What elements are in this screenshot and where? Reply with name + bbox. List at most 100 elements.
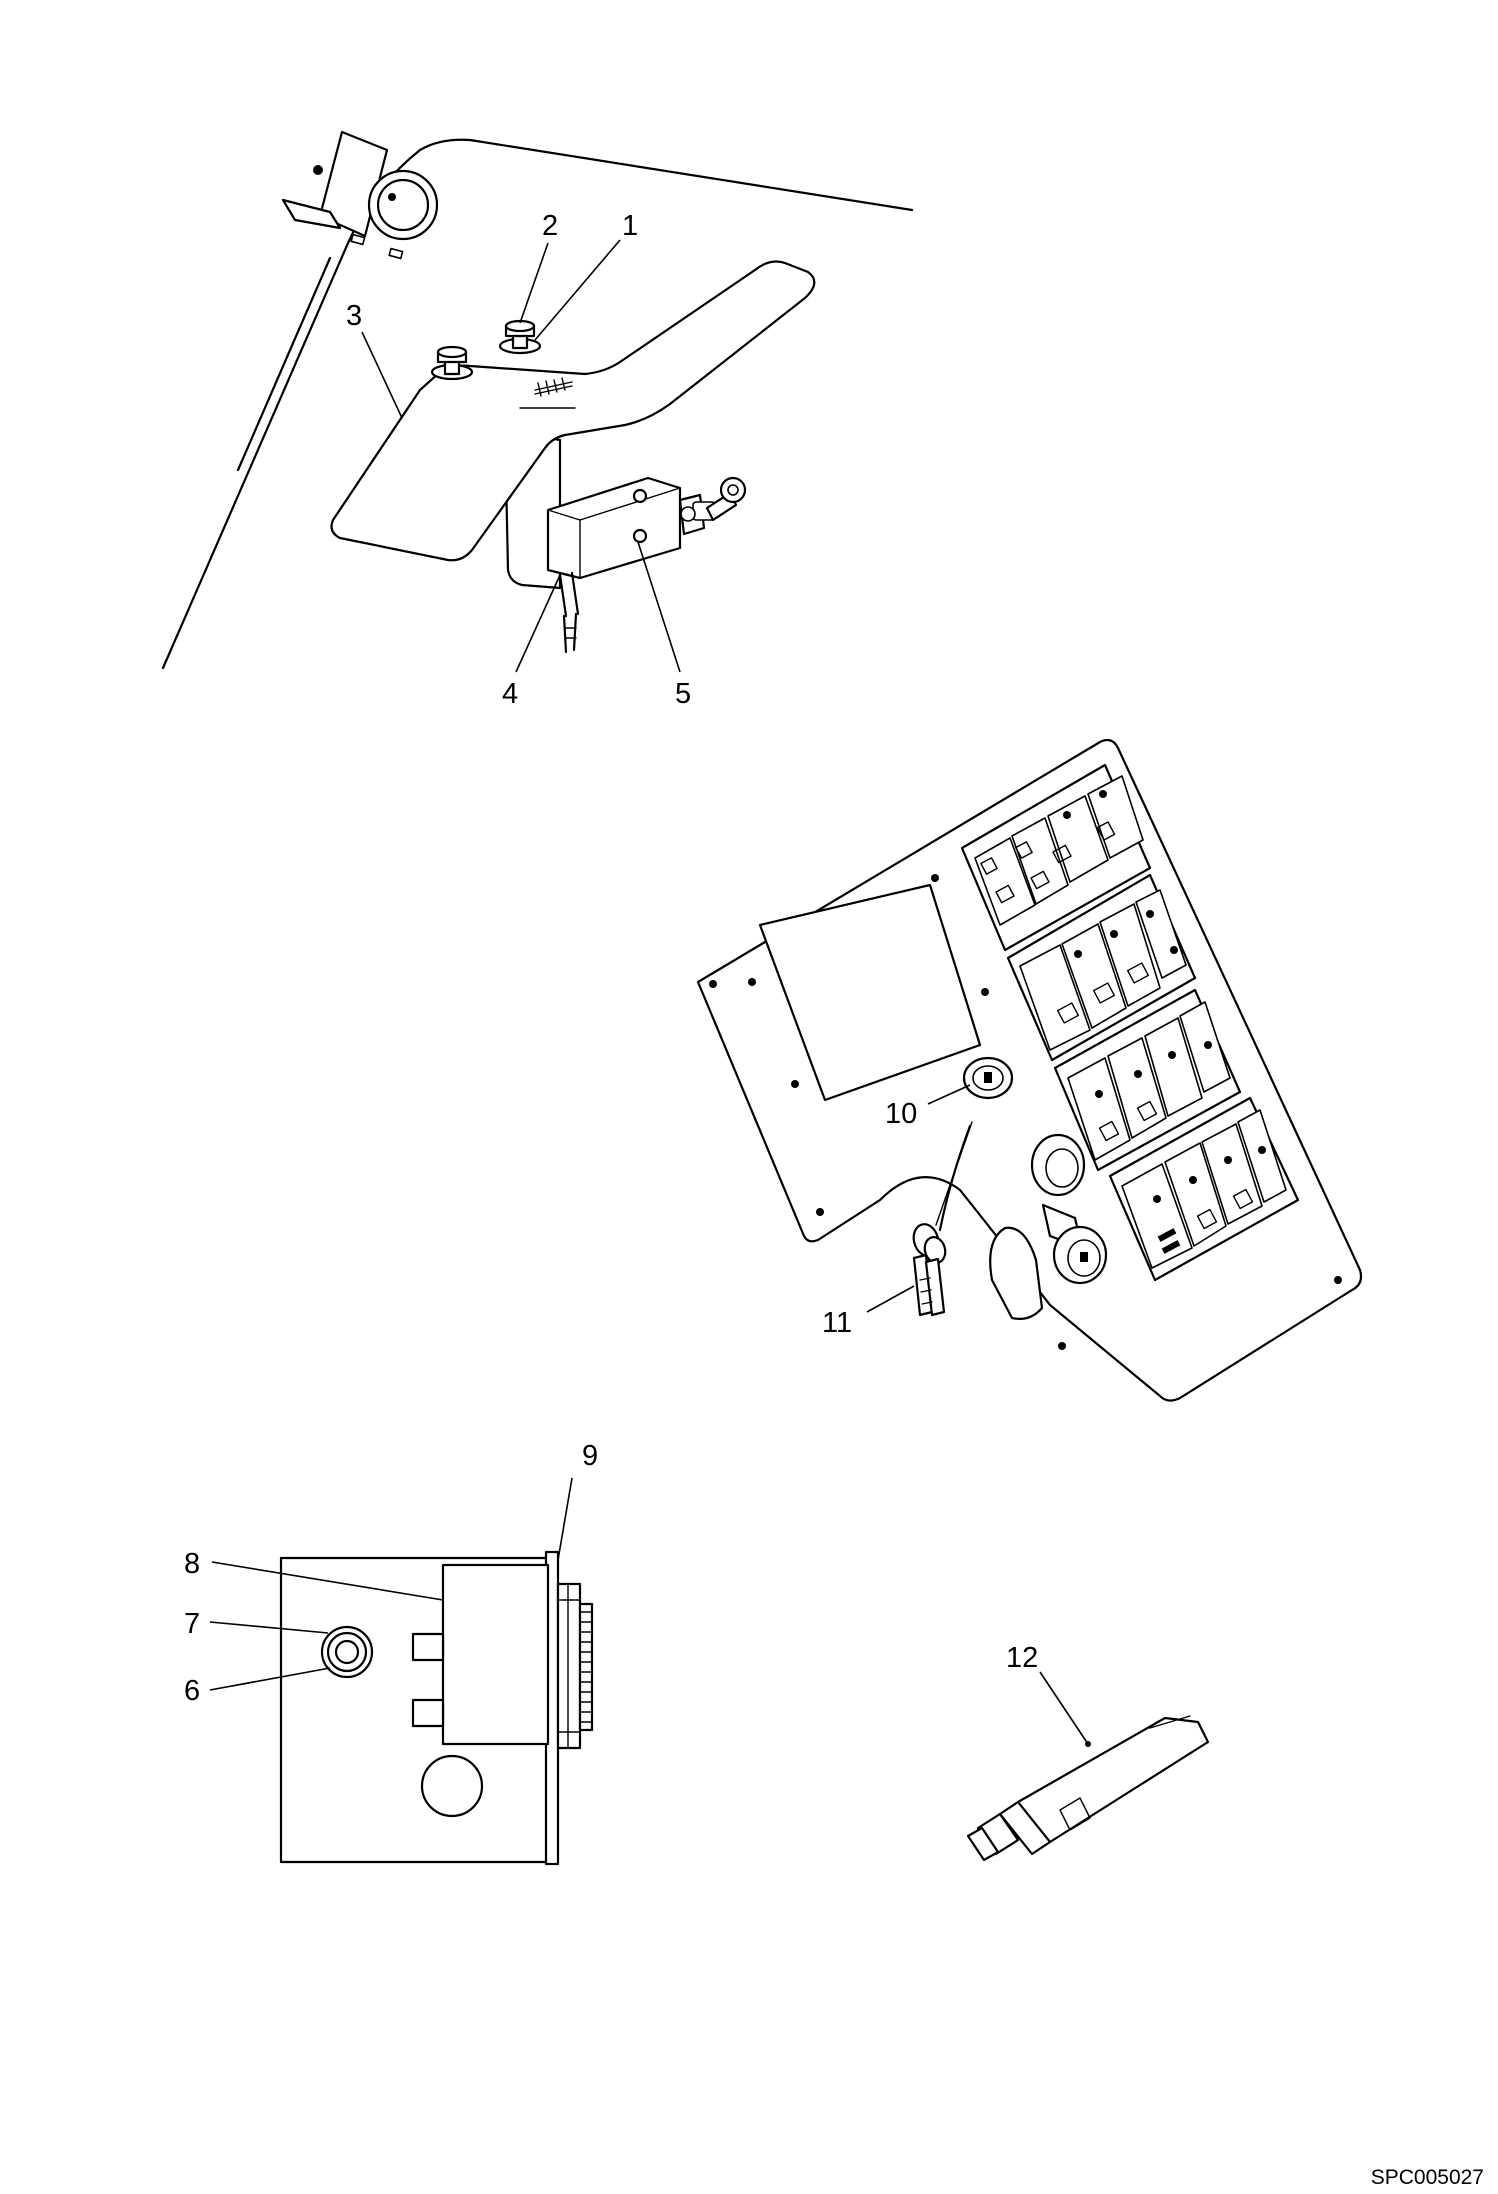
relay-post-upper [413, 1634, 443, 1660]
ignition-switch [964, 1058, 1012, 1098]
leader-8 [212, 1562, 443, 1600]
key-cord-line [936, 1122, 972, 1225]
switch-cable-end [564, 614, 576, 652]
panel-connectors [990, 1135, 1106, 1319]
control-panel-assembly [698, 740, 1361, 1401]
relay-post-lower [413, 1700, 443, 1726]
callout-11: 11 [822, 1307, 852, 1339]
micro-switch-body [548, 478, 680, 578]
callouts-middle: 10 11 [822, 1085, 970, 1339]
rocker-switch [975, 838, 1035, 925]
key-teeth [920, 1278, 932, 1304]
connector-slot [1080, 1252, 1088, 1262]
rocker-switch [1108, 1038, 1166, 1138]
callout-2: 2 [542, 210, 558, 242]
leader-7 [210, 1622, 328, 1633]
relay-box-assembly [281, 1552, 592, 1864]
leader-1 [535, 240, 620, 340]
leader-12-dot [1085, 1741, 1091, 1747]
cab-round-fitting-inner [378, 180, 428, 230]
connector-teeth-lines [580, 1612, 592, 1722]
panel-hole [1058, 1342, 1066, 1350]
bracket-slot-marks [535, 378, 572, 396]
callouts-lower-right: 12 [1006, 1642, 1091, 1747]
connector-block-lines [558, 1584, 580, 1748]
panel-hole [981, 988, 989, 996]
panel-hole [1334, 1276, 1342, 1284]
panel-hole [931, 874, 939, 882]
leader-2 [520, 243, 548, 323]
bolt-right [500, 321, 540, 353]
panel-hole [748, 978, 756, 986]
cab-mirror-assembly [163, 132, 912, 668]
connector-teeth [580, 1604, 592, 1730]
hinge-bolt [313, 165, 323, 175]
ignition-keyhole [984, 1072, 992, 1083]
relay-box [443, 1565, 548, 1744]
rocker-switch [1100, 904, 1160, 1006]
stud [336, 1641, 358, 1663]
switch-roller-hub [728, 485, 738, 495]
switch-bank-1 [962, 765, 1150, 950]
rocker-switch [1068, 1058, 1130, 1160]
callout-12: 12 [1006, 1642, 1038, 1674]
switch-bank-3 [1055, 990, 1240, 1170]
callout-3: 3 [346, 300, 362, 332]
key-blade-2 [926, 1259, 944, 1315]
callout-7: 7 [184, 1608, 200, 1640]
rocker-switch [1238, 1110, 1286, 1202]
mounting-bracket [332, 262, 815, 561]
tube-label [1060, 1798, 1090, 1830]
panel-hole [791, 1080, 799, 1088]
cab-fitting-dot [388, 193, 396, 201]
connector-block [558, 1584, 580, 1748]
cab-slot [389, 249, 402, 259]
tube-crimp-line [1150, 1716, 1190, 1728]
switch-screw-head [634, 490, 646, 502]
switch-cable-marks [566, 628, 576, 638]
drawing-code: SPC005027 [1370, 2166, 1484, 2189]
ignition-key [910, 1122, 972, 1315]
rocker-switch [1020, 945, 1090, 1050]
leader-12 [1040, 1672, 1088, 1744]
cab-top-edge-line [420, 140, 912, 210]
display-window [760, 885, 980, 1100]
cab-slot [351, 235, 364, 245]
rocker-switch [1165, 1143, 1226, 1246]
callouts-top: 1 2 3 4 5 [346, 210, 691, 710]
panel-hole [709, 980, 717, 988]
bolt-left [432, 347, 472, 379]
leader-4 [516, 575, 560, 672]
callout-8: 8 [184, 1548, 200, 1580]
callout-4: 4 [502, 678, 518, 710]
plate-hole [422, 1756, 482, 1816]
connector-upper-inner [1046, 1149, 1078, 1187]
hinge-tab [283, 200, 340, 228]
rocker-switch [1145, 1018, 1202, 1116]
leader-11 [867, 1286, 914, 1312]
panel-hole [816, 1208, 824, 1216]
leader-5 [638, 542, 680, 672]
leader-10 [928, 1085, 970, 1104]
switch-cable [560, 573, 578, 616]
leader-9 [558, 1478, 572, 1560]
tube-cap-tip [968, 1828, 998, 1860]
tube-shoulder [1000, 1802, 1050, 1854]
rocker-switch [1012, 818, 1068, 904]
bolt-top-left [438, 347, 466, 357]
callout-10: 10 [885, 1098, 917, 1130]
callout-5: 5 [675, 678, 691, 710]
rocker-switch [1202, 1124, 1262, 1224]
callout-6: 6 [184, 1675, 200, 1707]
switch-screw-head [634, 530, 646, 542]
connector-rear-body [990, 1228, 1042, 1319]
sealant-tube [968, 1716, 1208, 1860]
callout-1: 1 [622, 210, 638, 242]
callout-9: 9 [582, 1440, 598, 1472]
switch-nut [681, 507, 695, 521]
switch-bank-4 [1110, 1098, 1298, 1280]
callouts-lower-left: 9 8 7 6 [184, 1440, 598, 1707]
leader-3 [362, 332, 402, 418]
switch-bank-2 [1008, 875, 1195, 1060]
